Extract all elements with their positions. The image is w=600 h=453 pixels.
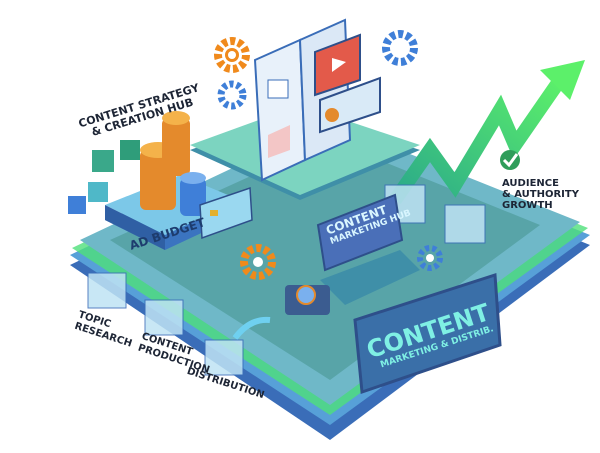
label-line: & AUTHORITY — [502, 189, 579, 200]
dial-chip-icon — [285, 285, 330, 315]
gear-icon — [240, 244, 276, 280]
label-line: GROWTH — [502, 200, 553, 211]
gear-icon — [214, 37, 250, 73]
gear-icon — [382, 30, 418, 66]
label-line: AUDIENCE — [502, 178, 559, 189]
audio-icon — [319, 76, 381, 134]
gear-icon — [417, 245, 443, 271]
coin-stack-icon — [140, 111, 206, 216]
credit-card-icon — [199, 186, 253, 240]
gear-icon — [217, 80, 247, 110]
distrib-sign — [353, 272, 502, 395]
growth-label: AUDIENCE & AUTHORITY GROWTH — [502, 178, 579, 211]
growth-arrow — [389, 60, 585, 205]
video-player-icon — [314, 33, 361, 97]
marketing-hub-monitor — [316, 193, 420, 305]
process-cubes — [87, 184, 486, 376]
checkmark-icon — [500, 150, 520, 170]
app-cube-icons — [68, 140, 140, 214]
